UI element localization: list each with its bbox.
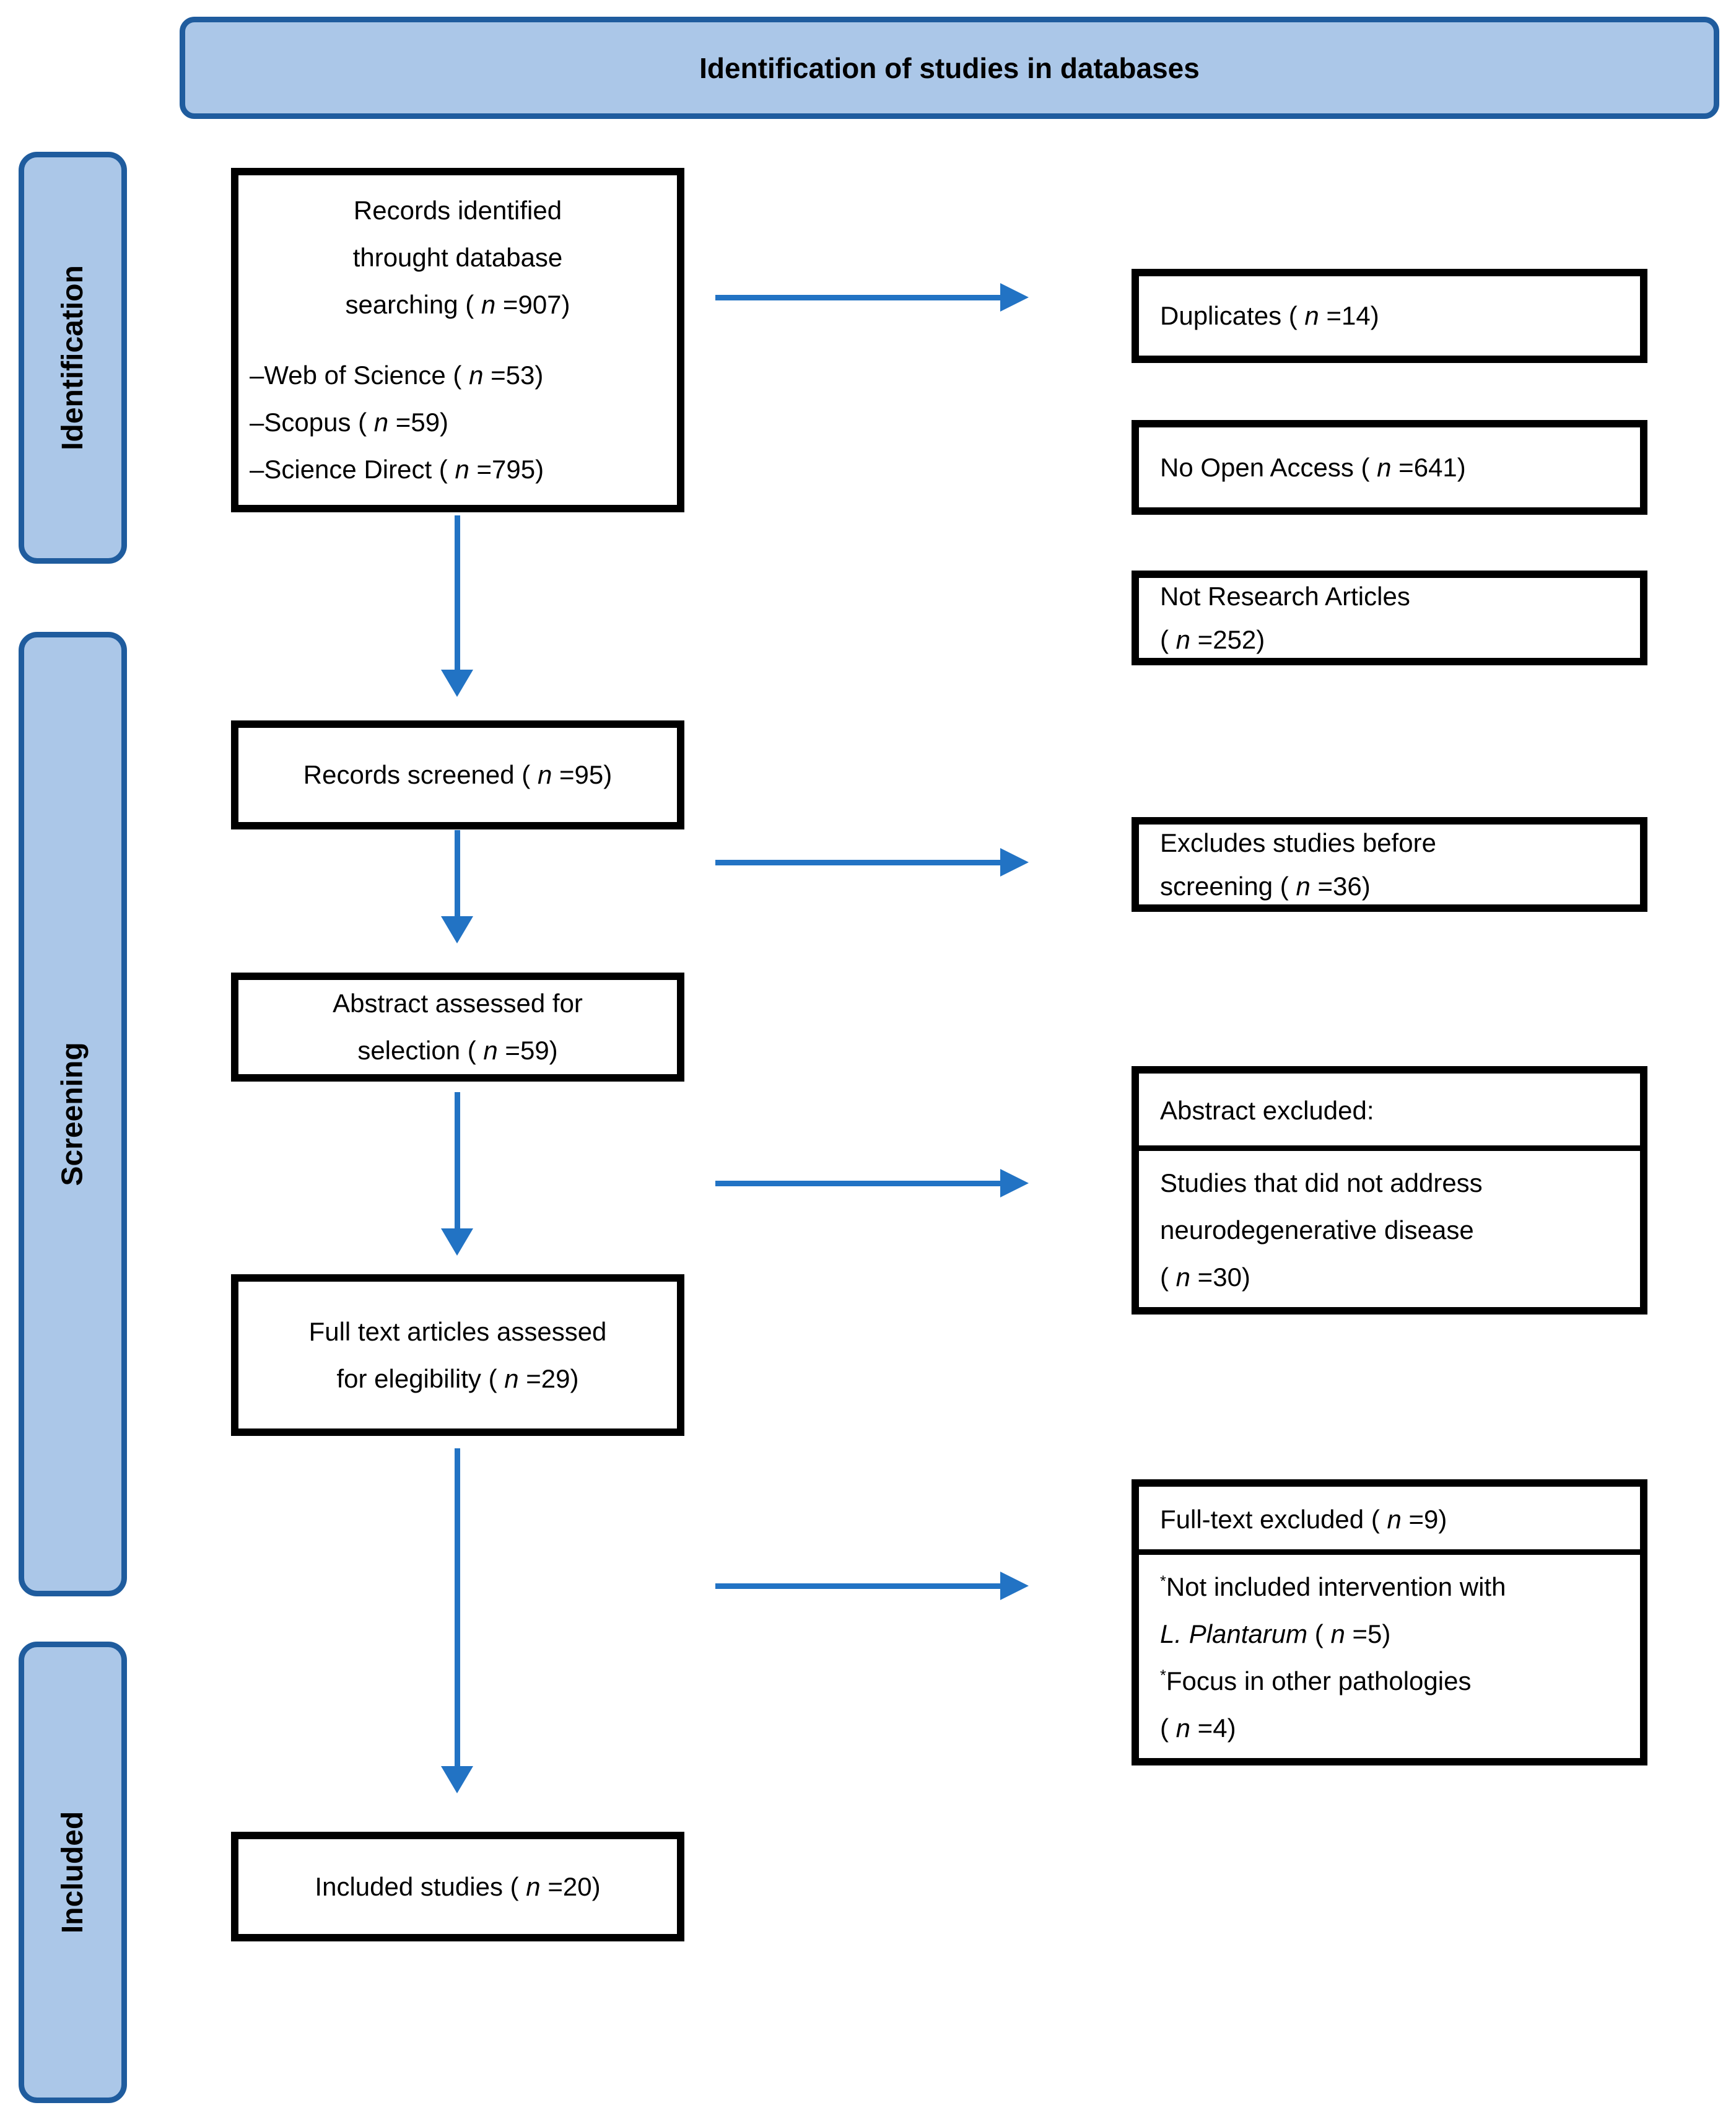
stage-label-identification: Identification <box>19 152 127 564</box>
stage-label-included: Included <box>19 1642 127 2103</box>
abstract-excluded-header-text: Abstract excluded: <box>1160 1096 1374 1125</box>
included-studies-box: Included studies ( n =20) <box>231 1832 684 1941</box>
arrow-abstract-to-fulltext-head <box>441 1228 473 1256</box>
full-text-excluded-header-text: Full-text excluded ( n =9) <box>1160 1504 1447 1534</box>
duplicates-text: Duplicates ( n =14) <box>1160 301 1379 330</box>
arrow-abstract-to-fulltext-line <box>455 1092 460 1228</box>
no-open-access-box: No Open Access ( n =641) <box>1132 420 1647 515</box>
records-screened-text: Records screened ( n =95) <box>303 760 613 789</box>
stage-label-identification-text: Identification <box>56 265 90 450</box>
stage-label-included-text: Included <box>56 1811 89 1934</box>
stage-label-screening-text: Screening <box>56 1042 90 1186</box>
arrow-screened-to-abstract-head <box>441 916 473 943</box>
arrow-identified-to-screened-line <box>455 515 460 670</box>
arrow-identified-to-screened-head <box>441 670 473 697</box>
included-studies-text: Included studies ( n =20) <box>315 1871 601 1901</box>
abstract-excluded-header: Abstract excluded: <box>1139 1074 1640 1151</box>
arrow-abstract-to-abstract-excluded-head <box>1000 1169 1029 1197</box>
abstract-excluded-box: Abstract excluded: Studies that did not … <box>1132 1066 1647 1315</box>
no-open-access-text: No Open Access ( n =641) <box>1160 452 1466 482</box>
header-banner: Identification of studies in databases <box>180 17 1719 119</box>
not-research-articles-text: Not Research Articles( n =252) <box>1160 581 1410 654</box>
arrow-screened-to-excluded-head <box>1000 848 1029 877</box>
full-text-excluded-box: Full-text excluded ( n =9) *Not included… <box>1132 1479 1647 1765</box>
stage-label-screening: Screening <box>19 632 127 1596</box>
arrow-fulltext-to-fulltext-excluded-line <box>715 1583 1000 1589</box>
duplicates-box: Duplicates ( n =14) <box>1132 269 1647 363</box>
arrow-identified-to-duplicates-head <box>1000 283 1029 312</box>
records-identified-sources: –Web of Science ( n =53)–Scopus ( n =59)… <box>250 361 544 484</box>
arrow-abstract-to-abstract-excluded-line <box>715 1181 1000 1186</box>
not-research-articles-box: Not Research Articles( n =252) <box>1132 571 1647 665</box>
arrow-fulltext-to-included-line <box>455 1448 460 1766</box>
arrow-fulltext-to-included-head <box>441 1766 473 1793</box>
arrow-identified-to-duplicates-line <box>715 295 1000 300</box>
records-screened-box: Records screened ( n =95) <box>231 720 684 829</box>
full-text-excluded-header: Full-text excluded ( n =9) <box>1139 1487 1640 1555</box>
arrow-screened-to-excluded-line <box>715 860 1000 865</box>
arrow-fulltext-to-fulltext-excluded-head <box>1000 1572 1029 1600</box>
arrow-screened-to-abstract-line <box>455 830 460 916</box>
page-title: Identification of studies in databases <box>699 51 1200 84</box>
